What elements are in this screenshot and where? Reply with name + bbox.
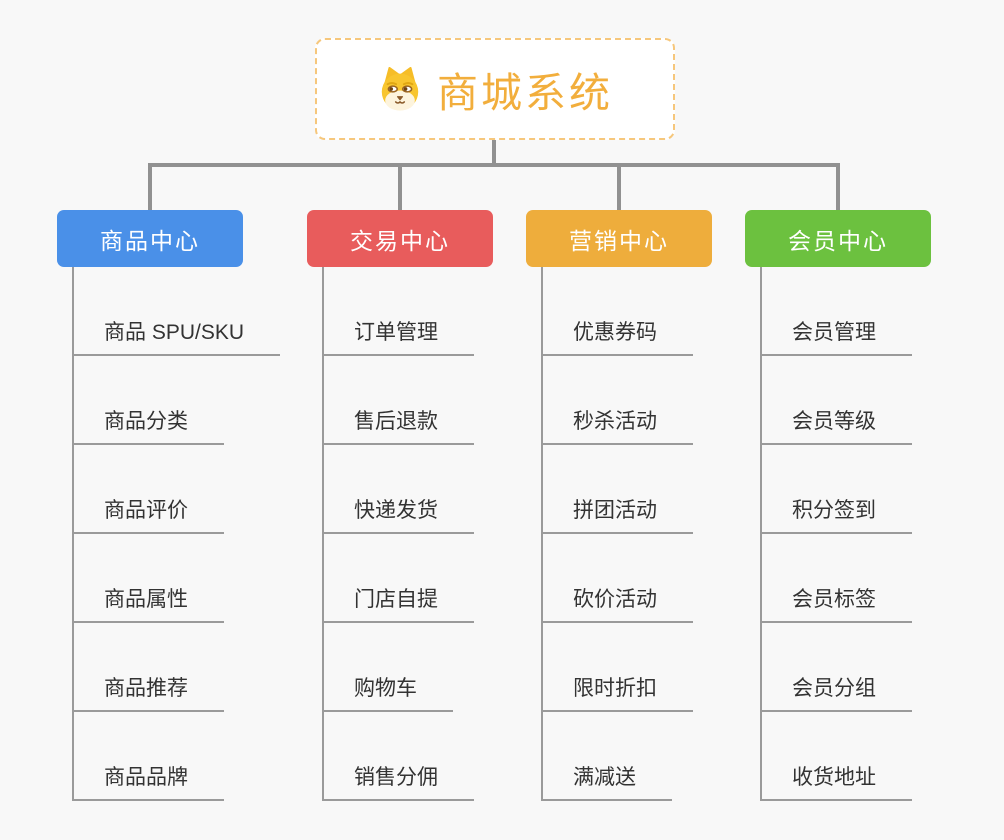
leaf-row: 商品 SPU/SKU <box>74 267 281 356</box>
root-node[interactable]: 商城系统 <box>315 38 675 140</box>
leaf-node[interactable]: 积分签到 <box>762 494 912 534</box>
leaf-row: 快递发货 <box>324 445 474 534</box>
leaf-node[interactable]: 会员标签 <box>762 583 912 623</box>
leaf-row: 积分签到 <box>762 445 912 534</box>
leaf-row: 限时折扣 <box>543 623 693 712</box>
root-title: 商城系统 <box>437 70 613 116</box>
dog-face-icon <box>381 66 419 111</box>
connector-branch-drop <box>836 163 840 211</box>
leaf-node[interactable]: 秒杀活动 <box>543 405 693 445</box>
leaf-node[interactable]: 订单管理 <box>324 316 474 356</box>
branch-label: 会员中心 <box>788 227 888 254</box>
connector-root-stub <box>492 140 496 164</box>
branch-label: 商品中心 <box>100 227 200 254</box>
leaf-row: 销售分佣 <box>324 712 474 801</box>
branch-header-member-center[interactable]: 会员中心 <box>745 210 931 267</box>
branch-header-product-center[interactable]: 商品中心 <box>57 210 243 267</box>
branch-label: 交易中心 <box>350 227 450 254</box>
leaf-row: 优惠券码 <box>543 267 693 356</box>
leaf-row: 商品推荐 <box>74 623 224 712</box>
leaf-node[interactable]: 拼团活动 <box>543 494 693 534</box>
leaf-row: 拼团活动 <box>543 445 693 534</box>
leaf-row: 商品分类 <box>74 356 224 445</box>
leaf-node[interactable]: 销售分佣 <box>324 761 474 801</box>
leaf-node[interactable]: 商品推荐 <box>74 672 224 712</box>
leaf-node[interactable]: 优惠券码 <box>543 316 693 356</box>
leaf-row: 会员管理 <box>762 267 912 356</box>
leaf-row: 会员分组 <box>762 623 912 712</box>
leaf-node[interactable]: 会员分组 <box>762 672 912 712</box>
branch-items-member-center: 会员管理会员等级积分签到会员标签会员分组收货地址 <box>760 267 912 801</box>
leaf-node[interactable]: 砍价活动 <box>543 583 693 623</box>
leaf-node[interactable]: 限时折扣 <box>543 672 693 712</box>
leaf-row: 商品品牌 <box>74 712 224 801</box>
leaf-row: 砍价活动 <box>543 534 693 623</box>
branch-items-product-center: 商品 SPU/SKU 商品分类商品评价商品属性商品推荐商品品牌 <box>72 267 281 801</box>
leaf-row: 购物车 <box>324 623 453 712</box>
branch-items-marketing-center: 优惠券码秒杀活动拼团活动砍价活动限时折扣满减送 <box>541 267 693 801</box>
leaf-row: 收货地址 <box>762 712 912 801</box>
leaf-row: 商品评价 <box>74 445 224 534</box>
leaf-node[interactable]: 会员等级 <box>762 405 912 445</box>
connector-horizontal-bar <box>148 163 840 167</box>
leaf-node[interactable]: 商品分类 <box>74 405 224 445</box>
leaf-row: 订单管理 <box>324 267 474 356</box>
leaf-node[interactable]: 售后退款 <box>324 405 474 445</box>
leaf-node[interactable]: 收货地址 <box>762 761 912 801</box>
leaf-row: 满减送 <box>543 712 672 801</box>
connector-branch-drop <box>148 163 152 211</box>
branch-header-trade-center[interactable]: 交易中心 <box>307 210 493 267</box>
leaf-row: 秒杀活动 <box>543 356 693 445</box>
leaf-row: 会员标签 <box>762 534 912 623</box>
leaf-node[interactable]: 商品品牌 <box>74 761 224 801</box>
connector-branch-drop <box>398 163 402 211</box>
branch-items-trade-center: 订单管理售后退款快递发货门店自提购物车销售分佣 <box>322 267 474 801</box>
leaf-node[interactable]: 会员管理 <box>762 316 912 356</box>
leaf-node[interactable]: 商品属性 <box>74 583 224 623</box>
branch-label: 营销中心 <box>569 227 669 254</box>
leaf-row: 门店自提 <box>324 534 474 623</box>
leaf-row: 售后退款 <box>324 356 474 445</box>
leaf-node[interactable]: 快递发货 <box>324 494 474 534</box>
leaf-node[interactable]: 商品 SPU/SKU <box>74 316 281 356</box>
leaf-node[interactable]: 满减送 <box>543 761 672 801</box>
leaf-node[interactable]: 商品评价 <box>74 494 224 534</box>
leaf-row: 会员等级 <box>762 356 912 445</box>
connector-branch-drop <box>617 163 621 211</box>
branch-header-marketing-center[interactable]: 营销中心 <box>526 210 712 267</box>
leaf-row: 商品属性 <box>74 534 224 623</box>
leaf-node[interactable]: 购物车 <box>324 672 453 712</box>
leaf-node[interactable]: 门店自提 <box>324 583 474 623</box>
